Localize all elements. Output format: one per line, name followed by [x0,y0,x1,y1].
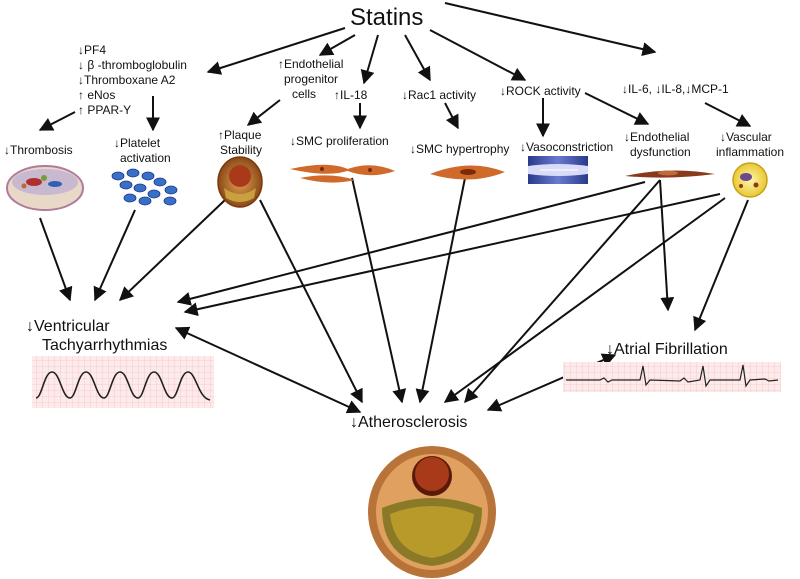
atherosclerotic-artery-image [368,446,496,578]
arrow-statins-epc [318,34,356,56]
label-atherosclerosis: ↓Atherosclerosis [350,414,468,431]
label-vascular-1: ↓Vascular [720,130,772,144]
thrombosis-image [6,165,84,211]
label-vasoconstriction: ↓Vasoconstriction [520,140,614,154]
label-platelet-1: ↓Platelet [114,136,161,150]
arrow-statins-rac1 [404,34,431,82]
arrow-statins-il18 [360,34,379,85]
label-cytokines: ↓IL-6, ↓IL-8,↓MCP-1 [622,82,729,96]
label-thrombosis: ↓Thrombosis [4,143,73,157]
arrow-athero-ventricular [174,326,362,414]
arrow-plaque-ventricular [118,199,226,301]
label-vascular-2: inflammation [716,145,785,159]
ventricular-ecg-image [32,356,214,408]
label-epc-2: progenitor [284,72,339,86]
label-plaque-1: ↑Plaque [218,128,262,142]
label-thromboxane: ↓Thromboxane A2 [78,73,176,87]
label-il18: ↑IL-18 [334,88,368,102]
label-thromboglobulin: ↓ β -thromboglobulin [78,58,187,72]
label-rock: ↓ROCK activity [500,84,581,98]
arrow-endo-ventricular [176,181,646,306]
smc-proliferation-image [290,164,395,183]
arrow-rac1-smc-hyper [444,102,459,130]
inflammation-cell-image [732,162,768,198]
arrow-platelet-ventricular [93,209,136,302]
arrow-statins-cytokines [444,2,657,56]
arrow-factors-thrombosis [38,111,76,131]
atrial-ecg-image [563,362,781,392]
arrow-rock-endothelial [584,92,650,125]
arrow-vascular-atrial [693,199,749,332]
smc-hypertrophy-image [430,165,505,180]
arrow-plaque-athero [259,199,363,404]
label-enos: ↑ eNos [78,88,116,102]
arrow-statins-platelet-factors [206,27,346,75]
plaque-stability-image [217,156,263,208]
arrow-smc-hyper-athero [415,177,466,404]
arrow-endo-atrial [659,179,675,312]
label-platelet-2: activation [120,151,171,165]
label-ventricular-1: ↓Ventricular [26,318,110,335]
label-endothelial-2: dysfunction [630,145,691,159]
arrows [38,2,752,414]
label-plaque-2: Stability [220,143,263,157]
label-ppar: ↑ PPAR-Y [78,103,132,117]
label-ventricular-2: Tachyarrhythmias [42,337,168,354]
label-rac1: ↓Rac1 activity [402,88,477,102]
label-pf4: ↓PF4 [78,43,107,57]
label-epc-3: cells [292,87,317,101]
arrow-cytokines-vascular [704,102,752,127]
label-endothelial-1: ↓Endothelial [624,130,690,144]
arrow-thrombosis-ventricular [39,217,73,302]
arrow-epc-plaque [246,99,281,126]
endothelial-cell-image [625,170,715,178]
vasoconstriction-image [528,156,588,184]
arrow-statins-rock [429,29,527,81]
platelet-activation-image [111,168,178,206]
label-smc-proliferation: ↓SMC proliferation [290,134,389,148]
label-smc-hypertrophy: ↓SMC hypertrophy [410,142,510,156]
statins-title: Statins [350,4,424,31]
label-atrial: ↓Atrial Fibrillation [606,341,728,358]
arrow-smc-prolif-athero [351,177,407,404]
label-epc-1: ↑Endothelial [278,57,344,71]
